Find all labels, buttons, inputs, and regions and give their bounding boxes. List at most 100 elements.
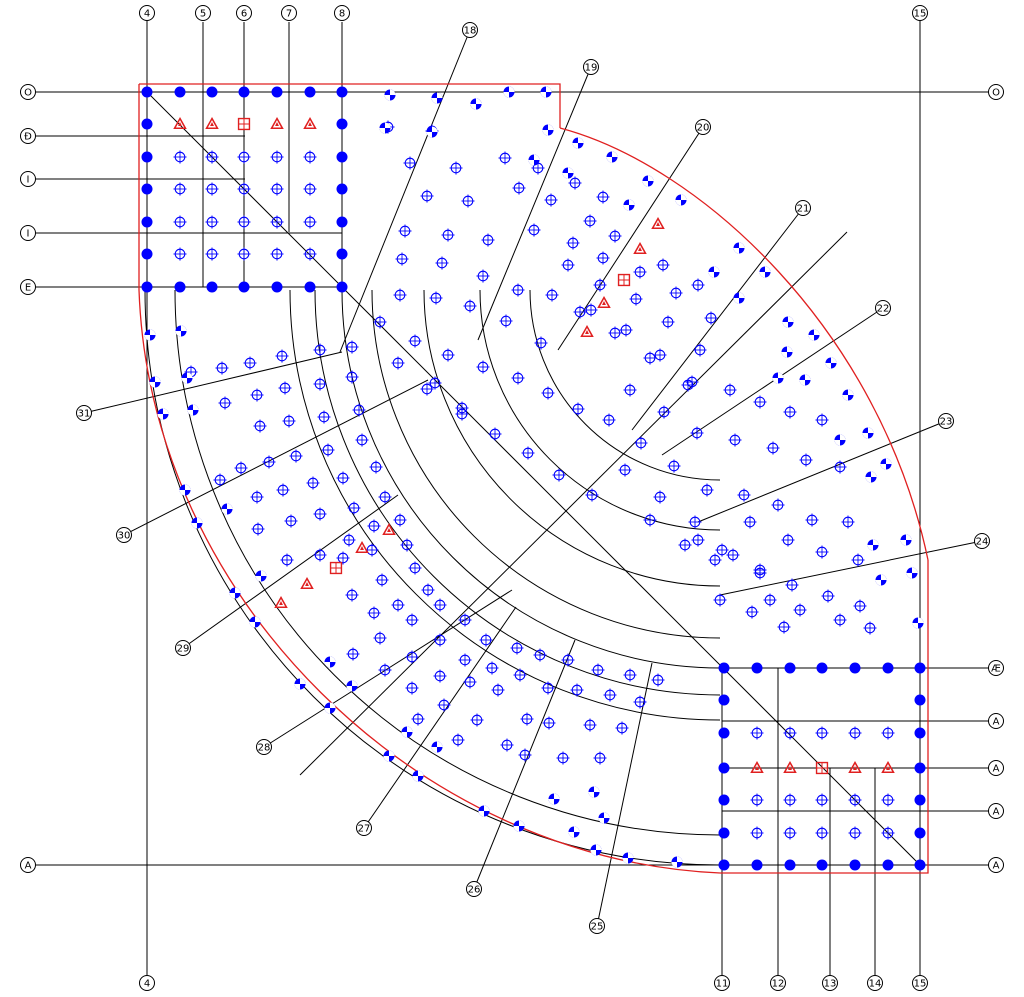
crosshair-node [684,374,700,390]
grid-bubble-bottom-4-circle [139,975,155,991]
filled-node [238,86,250,98]
warning-triangle-marker [205,117,219,130]
grid-bubble-right-5-label: A [993,861,1000,872]
crosshair-node [302,214,318,230]
boxed-cross-marker [617,273,631,287]
warning-triangle-marker [597,296,611,309]
grid-bubble-radial-30-circle [116,527,132,543]
crosshair-node [490,682,506,698]
filled-node [336,151,348,163]
filled-node [718,662,730,674]
filled-node [816,859,828,871]
half-filled-node [572,137,584,149]
grid-bubble-radial-30: 30 [116,527,132,543]
crosshair-node [595,189,611,205]
crosshair-node [736,487,752,503]
crosshair-node [692,342,708,358]
crosshair-node [249,387,265,403]
grid-bubble-right-4-circle [988,803,1004,819]
crosshair-node [480,232,496,248]
grid-lines-layer [36,20,996,975]
crosshair-node [602,687,618,703]
half-filled-node [588,786,600,798]
grid-bubble-top-15-circle [912,5,928,21]
filled-node [914,727,926,739]
crosshair-node [814,412,830,428]
warning-triangle-marker [633,242,647,255]
radial-line-31 [83,351,343,414]
half-filled-node [528,154,540,166]
half-filled-node [384,89,396,101]
filled-node [271,86,283,98]
diagonal-line-secondary [299,231,848,776]
crosshair-node [312,506,328,522]
grid-bubble-top-7: 7 [281,5,297,21]
filled-node [271,281,283,293]
crosshair-node [469,712,485,728]
grid-bubble-right-1-circle [988,660,1004,676]
radial-arc-8 [144,289,721,866]
crosshair-node [847,825,863,841]
crosshair-node [703,310,719,326]
crosshair-node [677,537,693,553]
half-filled-node [175,325,187,337]
radial-line-25 [596,662,653,927]
grid-bubble-bottom-11: 11 [714,975,730,991]
crosshair-node [475,268,491,284]
half-filled-node [867,539,879,551]
half-filled-node [862,427,874,439]
crosshair-node [614,720,630,736]
half-filled-node [799,374,811,386]
grid-bubble-radial-28-circle [256,739,272,755]
grid-bubble-right-3-circle [988,760,1004,776]
crosshair-node [880,725,896,741]
grid-bubble-top-4: 4 [139,5,155,21]
grid-bubble-radial-31-label: 31 [78,409,91,420]
boxed-cross-marker [815,761,829,775]
grid-bubble-radial-19: 19 [583,59,599,75]
grid-bubble-right-4-label: A [993,807,1000,818]
grid-bubble-radial-18-label: 18 [464,26,477,37]
radial-arc-2 [479,289,721,531]
grid-bubble-top-6-label: 6 [241,9,247,20]
half-filled-node [542,124,554,136]
radial-line-29 [182,494,399,649]
half-filled-node [379,122,391,134]
half-filled-node [540,86,552,98]
filled-node [914,662,926,674]
grid-bubble-top-7-label: 7 [286,9,292,20]
crosshair-node [519,711,535,727]
radial-line-27 [363,606,517,829]
grid-bubble-right-2-circle [988,713,1004,729]
grid-bubble-top-15: 15 [912,5,928,21]
half-filled-node [324,702,336,714]
grid-bubble-right-0-circle [988,84,1004,100]
half-filled-node [346,680,358,692]
radial-line-20 [557,126,704,351]
half-filled-node [623,199,635,211]
radial-arc-1 [529,289,721,481]
half-filled-node [825,357,837,369]
crosshair-node [448,160,464,176]
grid-bubble-radial-21: 21 [795,200,811,216]
crosshair-node [399,537,415,553]
crosshair-node [551,467,567,483]
crosshair-node [655,257,671,273]
half-filled-node [294,678,306,690]
grid-bubble-bottom-11-label: 11 [716,979,729,990]
half-filled-node [906,567,918,579]
filled-node [141,183,153,195]
crosshair-node [390,597,406,613]
crosshair-node [346,500,362,516]
warning-triangle-marker [651,217,665,230]
warning-triangle-marker [355,541,369,554]
filled-node [336,281,348,293]
crosshair-node [543,192,559,208]
grid-bubble-left-2: I [20,171,36,187]
boxed-cross-marker [329,561,343,575]
crosshair-node [394,251,410,267]
half-filled-node [598,812,610,824]
boxed-cross-marker [237,117,251,131]
crosshair-node [204,246,220,262]
diagonal-line-main [146,91,921,866]
